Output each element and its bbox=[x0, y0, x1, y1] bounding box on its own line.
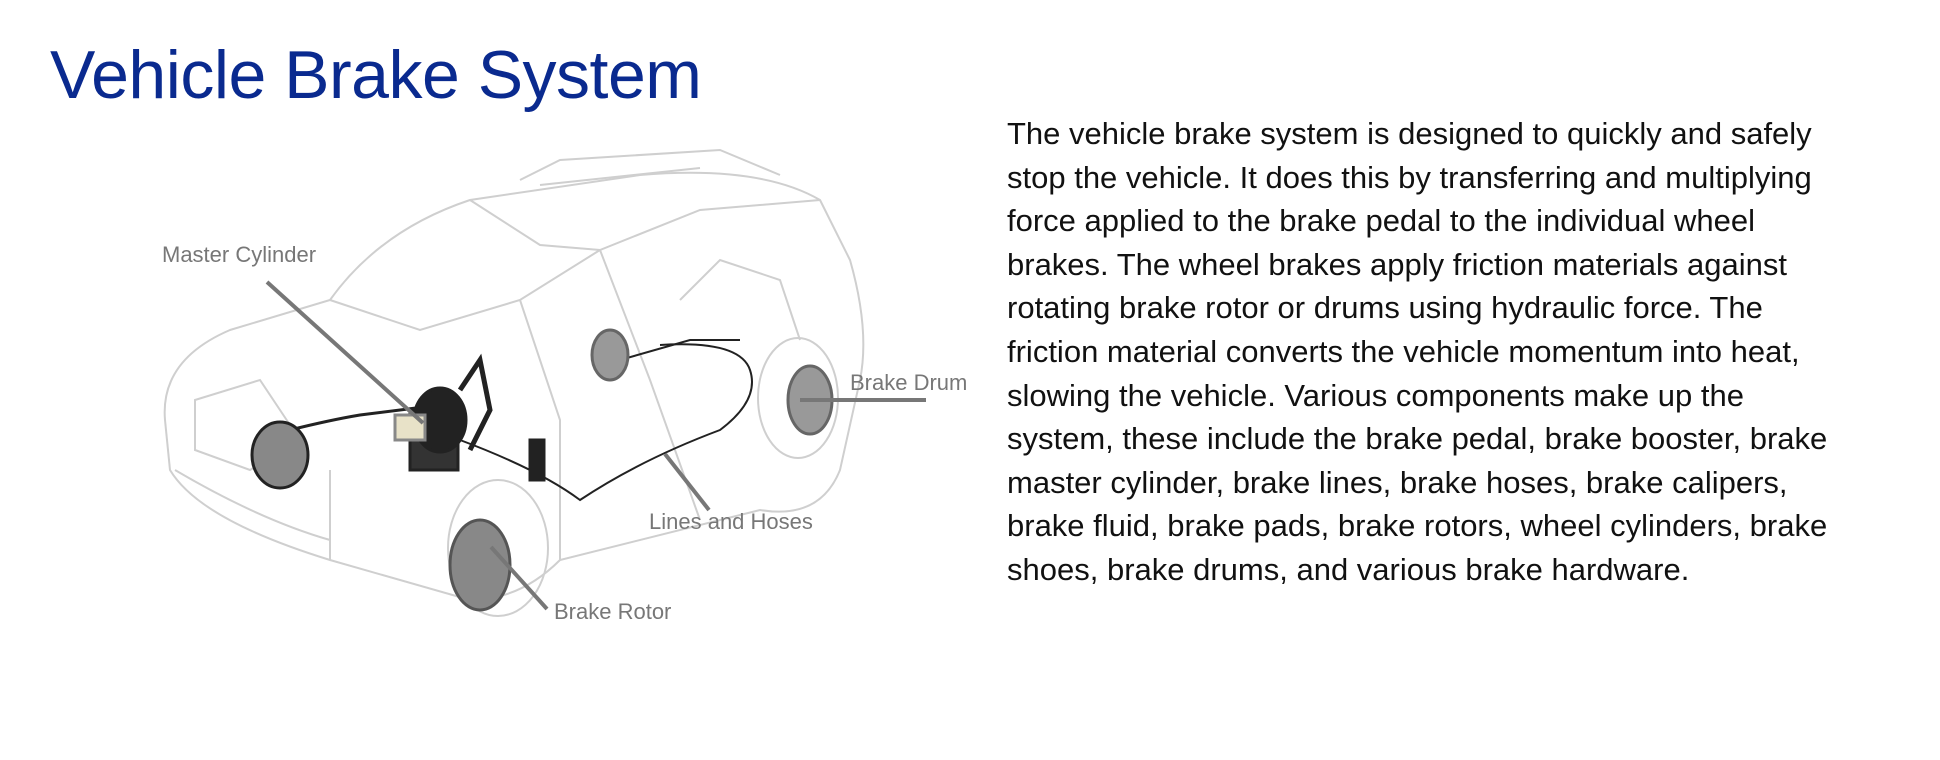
description-line: rotating brake rotor or drums using hydr… bbox=[1007, 290, 1763, 326]
label-lines-and-hoses: Lines and Hoses bbox=[649, 509, 813, 534]
description-line: master cylinder, brake lines, brake hose… bbox=[1007, 464, 1788, 500]
description-paragraph: The vehicle brake system is designed to … bbox=[1007, 112, 1827, 592]
description-line: brakes. The wheel brakes apply friction … bbox=[1007, 246, 1787, 282]
description-line: shoes, brake drums, and various brake ha… bbox=[1007, 551, 1690, 587]
label-master-cylinder: Master Cylinder bbox=[162, 242, 317, 267]
leader-lines bbox=[265, 280, 926, 611]
description-line: force applied to the brake pedal to the … bbox=[1007, 203, 1755, 239]
leader-master-cylinder bbox=[265, 280, 425, 425]
vehicle-brake-diagram bbox=[163, 148, 926, 617]
leader-lines-and-hoses bbox=[663, 452, 711, 512]
label-brake-drum: Brake Drum bbox=[850, 370, 968, 395]
leader-brake-rotor bbox=[489, 545, 549, 611]
label-brake-rotor: Brake Rotor bbox=[554, 599, 672, 624]
description-line: stop the vehicle. It does this by transf… bbox=[1007, 159, 1812, 195]
description-line: The vehicle brake system is designed to … bbox=[1007, 116, 1812, 151]
description-line: system, these include the brake pedal, b… bbox=[1007, 421, 1828, 457]
description-line: friction material converts the vehicle m… bbox=[1007, 333, 1800, 369]
description-line: slowing the vehicle. Various components … bbox=[1007, 377, 1744, 413]
page-title: Vehicle Brake System bbox=[50, 37, 702, 113]
vehicle-outline bbox=[163, 148, 865, 617]
brake-components bbox=[250, 328, 834, 612]
description-line: brake fluid, brake pads, brake rotors, w… bbox=[1007, 508, 1828, 544]
